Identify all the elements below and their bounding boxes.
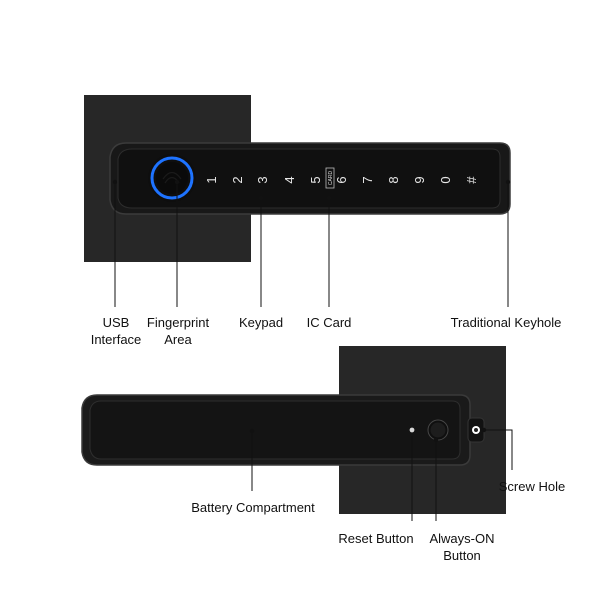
round-button-icon[interactable]	[427, 419, 449, 441]
keypad-key[interactable]: 9	[412, 176, 427, 183]
reset-hole[interactable]	[409, 427, 415, 433]
usb-interface-label: USB Interface	[88, 314, 144, 348]
keypad-key[interactable]: #	[464, 176, 479, 184]
keypad-key[interactable]: 0	[438, 176, 453, 183]
reset-button-label: Reset Button	[338, 531, 414, 546]
keyhole-callout-dot	[505, 179, 511, 185]
usb-callout-dot	[112, 179, 118, 185]
keypad-key[interactable]: 1	[204, 176, 219, 183]
battery-compartment-label: Battery Compartment	[191, 500, 315, 515]
ic-card-marker: CARD	[325, 167, 335, 189]
keypad-key[interactable]: 8	[386, 176, 401, 183]
battery-callout-dot	[249, 428, 255, 434]
screw-hole-callout-dot	[481, 427, 487, 433]
usb-interface-label-line-1: USB	[102, 315, 130, 330]
traditional-keyhole-label: Traditional Keyhole	[450, 315, 562, 330]
keypad-key[interactable]: 2	[230, 176, 245, 183]
ic-card-label: IC Card	[306, 315, 352, 330]
screw-hole-callout-line	[484, 429, 513, 470]
keypad[interactable]: 1 2 3 4 5 6 7 8 9 0 #	[204, 176, 479, 184]
usb-interface-label-line-2: Interface	[90, 332, 142, 347]
keypad-label: Keypad	[238, 315, 284, 330]
rear-handle-inner-panel	[89, 400, 461, 460]
keypad-key[interactable]: 5	[308, 176, 323, 183]
keypad-key[interactable]: 7	[360, 176, 375, 183]
always-on-button-label-line-2: Button	[443, 548, 481, 563]
fingerprint-area-label: Fingerprint Area	[136, 314, 220, 348]
ic-card-callout-dot	[326, 195, 332, 201]
keypad-key[interactable]: 4	[282, 176, 297, 183]
fingerprint-area-label-line-1: Fingerprint	[146, 315, 210, 330]
always-on-callout-dot	[433, 437, 439, 443]
always-on-button-label: Always-ON Button	[427, 530, 497, 564]
screw-hole-knob	[467, 417, 485, 443]
keypad-key[interactable]: 3	[255, 176, 270, 183]
front-handle-inner-panel	[117, 148, 501, 209]
keypad-callout-dot	[258, 195, 264, 201]
fingerprint-icon[interactable]	[148, 154, 196, 202]
always-on-button-label-line-1: Always-ON	[429, 531, 495, 546]
keypad-key[interactable]: 6	[334, 176, 349, 183]
fingerprint-area-label-line-2: Area	[164, 332, 192, 347]
card-marker-text: CARD	[328, 171, 334, 186]
screw-hole-label: Screw Hole	[498, 479, 566, 494]
fingerprint-callout-dot	[174, 179, 180, 185]
